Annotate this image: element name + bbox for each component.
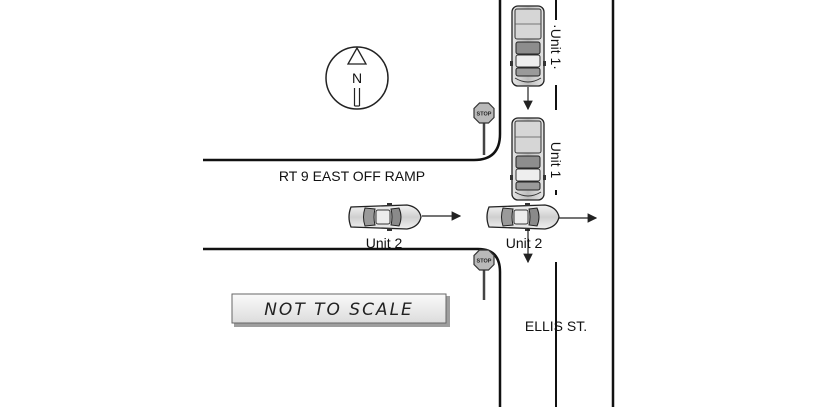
unit2-vehicle-before	[348, 203, 422, 231]
north-arrow-head	[346, 46, 368, 65]
unit2-vehicle-after	[486, 203, 560, 231]
unit2-label-after: Unit 2	[506, 235, 543, 251]
off-ramp-south-edge	[203, 247, 502, 407]
unit1-label-before: ·Unit 1·	[548, 24, 564, 70]
stop-sign-top: STOP	[473, 102, 495, 155]
north-label: N	[352, 70, 362, 86]
stop-sign-bottom: STOP	[473, 249, 495, 300]
unit2-label-before: Unit 2	[366, 235, 403, 251]
road-edges	[203, 0, 615, 407]
not-to-scale-plaque: NOT TO SCALE	[231, 293, 450, 327]
off-ramp-label: RT 9 EAST OFF RAMP	[279, 168, 425, 184]
unit1-vehicle-after	[510, 117, 546, 201]
off-ramp-north-edge	[203, 0, 502, 162]
unit1-label-after: Unit 1	[548, 142, 564, 179]
not-to-scale-label: NOT TO SCALE	[264, 300, 414, 320]
stop-sign-bottom-label: STOP	[477, 259, 492, 265]
north-arrow: N	[325, 46, 389, 110]
ellis-st-label: ELLIS ST.	[525, 318, 587, 334]
unit1-vehicle-before	[510, 5, 546, 87]
stop-sign-top-label: STOP	[477, 112, 492, 118]
